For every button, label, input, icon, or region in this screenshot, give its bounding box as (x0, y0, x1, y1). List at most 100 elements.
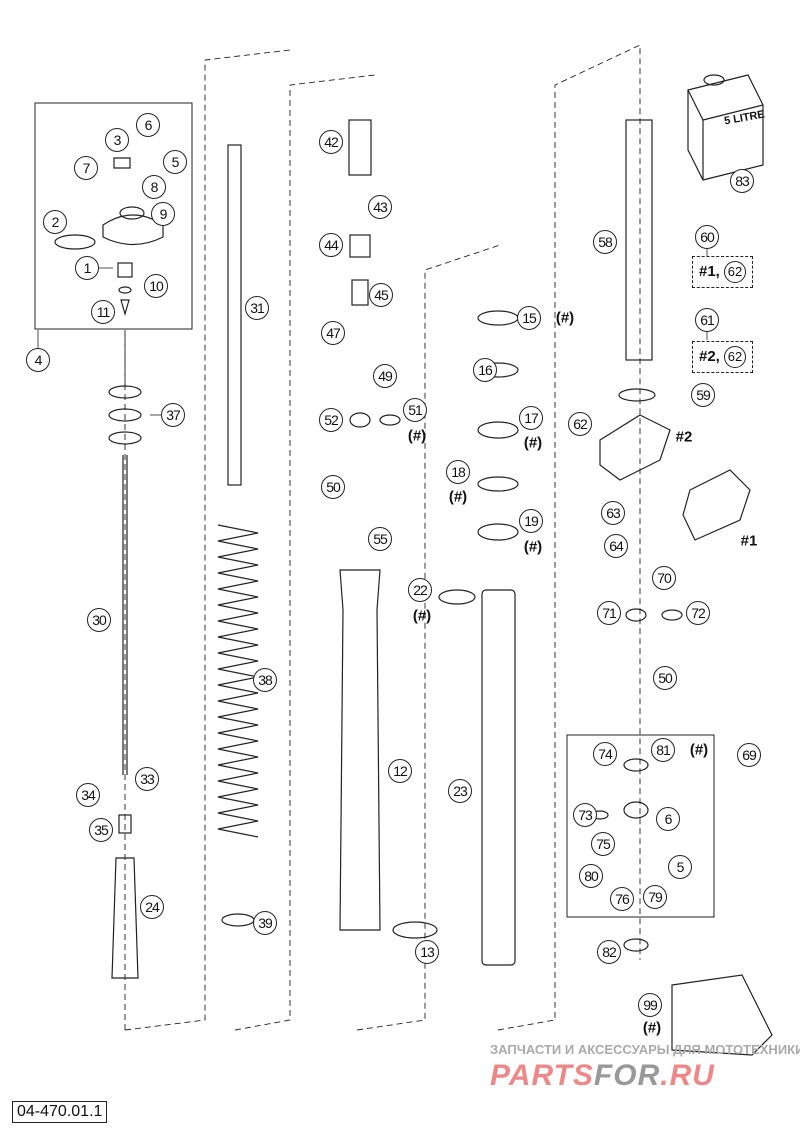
washers-37 (108, 385, 142, 445)
callout-17[interactable]: 17 (519, 406, 543, 430)
callout-72[interactable]: 72 (686, 601, 710, 625)
watermark-tagline: ЗАПЧАСТИ И АКСЕССУАРЫ ДЛЯ МОТОТЕХНИКИ (490, 1042, 800, 1057)
callout-50[interactable]: 50 (321, 475, 345, 499)
seal-bag-99 (671, 974, 773, 1056)
callout-50-lower[interactable]: 50 (653, 666, 677, 690)
outer-tube-12 (339, 569, 381, 931)
hash-marker: (#) (407, 427, 427, 445)
callout-38[interactable]: 38 (253, 668, 277, 692)
callout-4[interactable]: 4 (26, 348, 50, 372)
callout-58[interactable]: 58 (593, 230, 617, 254)
callout-13[interactable]: 13 (415, 940, 439, 964)
callout-37[interactable]: 37 (161, 403, 185, 427)
watermark-brand: PARTSFOR.RU (490, 1060, 715, 1092)
callout-9[interactable]: 9 (151, 202, 175, 226)
callout-75[interactable]: 75 (591, 832, 615, 856)
callout-34[interactable]: 34 (76, 783, 100, 807)
callout-70[interactable]: 70 (652, 566, 676, 590)
hash-marker: (#) (642, 1019, 662, 1037)
callout-62-ref[interactable]: 62 (724, 346, 747, 368)
diagram-code: 04-470.01.1 (12, 1101, 108, 1123)
axle-clamp-1 (682, 469, 751, 541)
bushings (438, 310, 519, 605)
assembly-box-4 (34, 102, 193, 330)
brand-part: PARTS (490, 1059, 594, 1092)
callout-24[interactable]: 24 (140, 895, 164, 919)
callout-49[interactable]: 49 (373, 364, 397, 388)
assembly-lines (124, 44, 641, 1031)
callout-82[interactable]: 82 (597, 940, 621, 964)
callout-31[interactable]: 31 (245, 296, 269, 320)
tube-58 (625, 119, 653, 361)
callout-12[interactable]: 12 (388, 759, 412, 783)
callout-83[interactable]: 83 (730, 169, 754, 193)
callout-79[interactable]: 79 (643, 885, 667, 909)
callout-7[interactable]: 7 (74, 156, 98, 180)
callout-10[interactable]: 10 (144, 274, 168, 298)
callout-30[interactable]: 30 (87, 608, 111, 632)
oil-can-83 (687, 74, 764, 181)
tube-31 (227, 144, 242, 486)
damper-rod-30 (111, 455, 139, 979)
callout-47[interactable]: 47 (321, 321, 345, 345)
callout-19[interactable]: 19 (519, 509, 543, 533)
callout-64[interactable]: 64 (604, 534, 628, 558)
callout-45[interactable]: 45 (369, 283, 393, 307)
callout-42[interactable]: 42 (319, 130, 343, 154)
callout-6-lower[interactable]: 6 (656, 807, 680, 831)
callout-5-lower[interactable]: 5 (668, 855, 692, 879)
callout-1[interactable]: 1 (75, 256, 99, 280)
callout-2[interactable]: 2 (43, 210, 67, 234)
callout-6[interactable]: 6 (136, 113, 160, 137)
callout-43[interactable]: 43 (368, 195, 392, 219)
callout-62-ref[interactable]: 62 (724, 261, 747, 283)
callout-99[interactable]: 99 (638, 993, 662, 1017)
callout-3[interactable]: 3 (105, 128, 129, 152)
callout-11[interactable]: 11 (91, 300, 115, 324)
callout-69[interactable]: 69 (737, 743, 761, 767)
hash-marker: (#) (448, 488, 468, 506)
callout-18[interactable]: 18 (446, 460, 470, 484)
washer-39 (221, 913, 255, 927)
callout-80[interactable]: 80 (579, 864, 603, 888)
hash-marker: (#) (523, 434, 543, 452)
box-61-variant: #2, 62 (692, 341, 754, 373)
callout-44[interactable]: 44 (319, 233, 343, 257)
ring-13 (392, 921, 438, 939)
callout-74[interactable]: 74 (593, 742, 617, 766)
axle-clamp-2 (599, 414, 671, 481)
callout-61[interactable]: 61 (695, 308, 719, 332)
assembly-box-69 (566, 734, 715, 918)
callout-63[interactable]: 63 (601, 501, 625, 525)
callout-55[interactable]: 55 (368, 527, 392, 551)
spring-38 (217, 524, 259, 838)
callout-22[interactable]: 22 (408, 578, 432, 602)
hash-marker: (#) (689, 741, 709, 759)
callout-62[interactable]: 62 (568, 412, 592, 436)
callout-39[interactable]: 39 (253, 911, 277, 935)
callout-52[interactable]: 52 (319, 408, 343, 432)
callout-73[interactable]: 73 (573, 803, 597, 827)
variant-text: #2, (699, 348, 720, 365)
hash-marker: (#) (555, 309, 575, 327)
callout-33[interactable]: 33 (135, 767, 159, 791)
callout-23[interactable]: 23 (448, 779, 472, 803)
variant-2-label: #2 (675, 428, 693, 446)
callout-51[interactable]: 51 (403, 398, 427, 422)
box-60-variant: #1, 62 (692, 256, 754, 288)
callout-71[interactable]: 71 (597, 601, 621, 625)
callout-59[interactable]: 59 (691, 383, 715, 407)
callout-5[interactable]: 5 (163, 150, 187, 174)
callout-35[interactable]: 35 (89, 818, 113, 842)
variant-text: #1, (699, 263, 720, 280)
top-cap-parts (54, 157, 164, 317)
callout-8[interactable]: 8 (142, 175, 166, 199)
callout-60[interactable]: 60 (695, 225, 719, 249)
callout-16[interactable]: 16 (473, 358, 497, 382)
callout-81[interactable]: 81 (651, 738, 675, 762)
callout-76[interactable]: 76 (610, 887, 634, 911)
brand-part: .RU (660, 1059, 715, 1092)
brand-part: FOR (593, 1059, 661, 1092)
callout-15[interactable]: 15 (517, 306, 541, 330)
